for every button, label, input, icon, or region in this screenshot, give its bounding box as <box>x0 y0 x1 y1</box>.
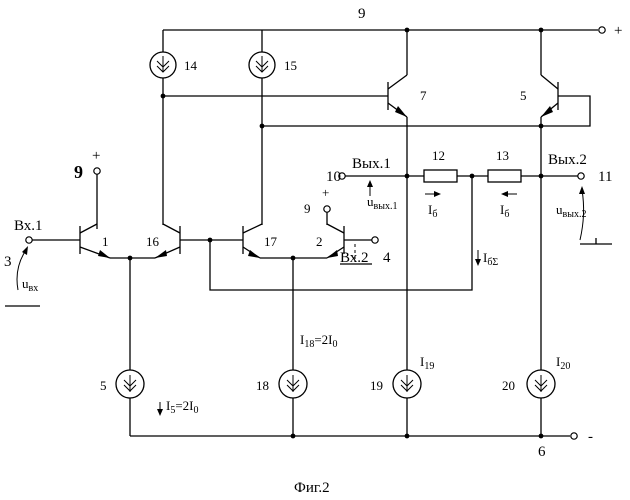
terminals <box>26 27 605 439</box>
resistor-13 <box>488 170 521 182</box>
t17-label: 17 <box>264 234 278 249</box>
plus-left: + <box>92 148 100 164</box>
current-source-14 <box>150 52 176 78</box>
terminal-plus-top <box>599 27 605 33</box>
cs-18-label: 18 <box>256 378 269 393</box>
i19-label: I19 <box>420 354 434 372</box>
terminal-input-1 <box>26 237 32 243</box>
t5-label: 5 <box>520 88 527 103</box>
cs-19-label: 19 <box>370 378 383 393</box>
minus-bottom: - <box>588 429 593 445</box>
labels: 9 + - 6 14 15 7 5 9 + Вх.1 3 uвх 1 16 17… <box>4 6 622 496</box>
wiring <box>32 30 598 436</box>
ibsum: IбΣ <box>483 250 498 268</box>
t16-label: 16 <box>146 234 160 249</box>
cs-20-label: 20 <box>502 378 515 393</box>
terminal-output-2 <box>578 173 584 179</box>
vx2-label: Вх.2 <box>340 250 369 266</box>
u-out1: uвых.1 <box>367 194 397 212</box>
cs-15-label: 15 <box>284 58 297 73</box>
current-source-15 <box>249 52 275 78</box>
transistor-17 <box>243 224 262 258</box>
u-in: uвх <box>22 276 38 294</box>
plus-mid: + <box>322 185 329 200</box>
current-source-19 <box>393 370 421 398</box>
t2-label: 2 <box>316 234 323 249</box>
i18-label: I18=2I0 <box>300 332 338 350</box>
ground-symbols <box>5 238 612 306</box>
i5-label: I5=2I0 <box>166 398 199 416</box>
figure-caption: Фиг.2 <box>294 480 330 496</box>
node-3: 3 <box>4 254 12 270</box>
resistor-12 <box>424 170 457 182</box>
transistor-5 <box>541 75 558 117</box>
r12-label: 12 <box>432 148 445 163</box>
t7-label: 7 <box>420 88 427 103</box>
terminal-minus-bottom <box>571 433 577 439</box>
current-source-5 <box>116 370 144 398</box>
node-4: 4 <box>383 250 391 266</box>
vyx2-label: Вых.2 <box>548 152 587 168</box>
current-source-18 <box>279 370 307 398</box>
r13-label: 13 <box>496 148 509 163</box>
vx1-label: Вх.1 <box>14 218 43 234</box>
terminal-t2-supply <box>324 206 330 212</box>
node-6: 6 <box>538 444 546 460</box>
current-source-20 <box>527 370 555 398</box>
ib-right: Iб <box>500 202 509 220</box>
cs-5-label: 5 <box>100 378 107 393</box>
ib-left: Iб <box>428 202 437 220</box>
terminal-input-2 <box>372 237 378 243</box>
terminal-t1-supply <box>94 168 100 174</box>
plus-top: + <box>614 23 622 39</box>
node-10: 10 <box>326 169 341 185</box>
vyx1-label: Вых.1 <box>352 156 391 172</box>
junction-dots <box>128 28 544 439</box>
u-out2: uвых.2 <box>556 202 586 220</box>
i20-label: I20 <box>556 354 570 372</box>
transistor-7 <box>388 75 407 117</box>
node-9-left: 9 <box>74 162 83 182</box>
node-9-top: 9 <box>358 6 366 22</box>
node-11: 11 <box>598 169 612 185</box>
cs-14-label: 14 <box>184 58 198 73</box>
t1-label: 1 <box>102 234 109 249</box>
node-9-mid: 9 <box>304 201 311 216</box>
